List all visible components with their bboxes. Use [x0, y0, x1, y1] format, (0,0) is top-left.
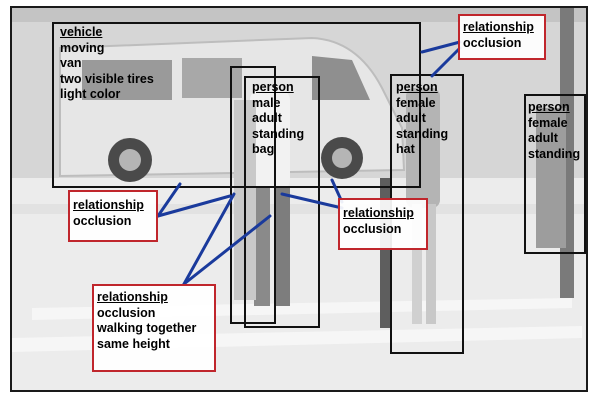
van-window — [182, 58, 242, 98]
man-torso — [250, 90, 290, 190]
relationship-box-left: relationship occlusion — [68, 190, 158, 242]
relationship-box-top-right: relationship occlusion — [458, 14, 546, 60]
relationship-label: relationship occlusion — [343, 206, 414, 236]
person-2-label: person female adult standing hat — [396, 80, 449, 156]
relationship-label: relationship occlusion walking together … — [97, 290, 197, 351]
man-leg — [274, 186, 290, 306]
woman-leg — [426, 204, 436, 324]
vehicle-bounding-box — [52, 22, 421, 188]
person-3-bounding-box — [524, 94, 586, 254]
woman-torso — [406, 88, 440, 208]
van-hubcap — [119, 149, 141, 171]
van-window — [82, 60, 172, 100]
relationship-box-middle: relationship occlusion — [338, 198, 428, 250]
person-1-label: person male adult standing bag — [252, 80, 305, 156]
van-hubcap — [332, 148, 352, 168]
relationship-label: relationship occlusion — [463, 20, 534, 50]
far-woman-figure — [536, 108, 566, 248]
relationship-label: relationship occlusion — [73, 198, 144, 228]
vehicle-label: vehicle moving van two visible tires lig… — [60, 25, 154, 101]
woman-leg — [412, 204, 422, 324]
van-windshield — [312, 56, 370, 100]
person-3-label: person female adult standing — [528, 100, 581, 161]
relationship-box-bottom: relationship occlusion walking together … — [92, 284, 216, 372]
annotated-street-photo: vehicle moving van two visible tires lig… — [10, 6, 588, 392]
building-top — [12, 8, 586, 22]
